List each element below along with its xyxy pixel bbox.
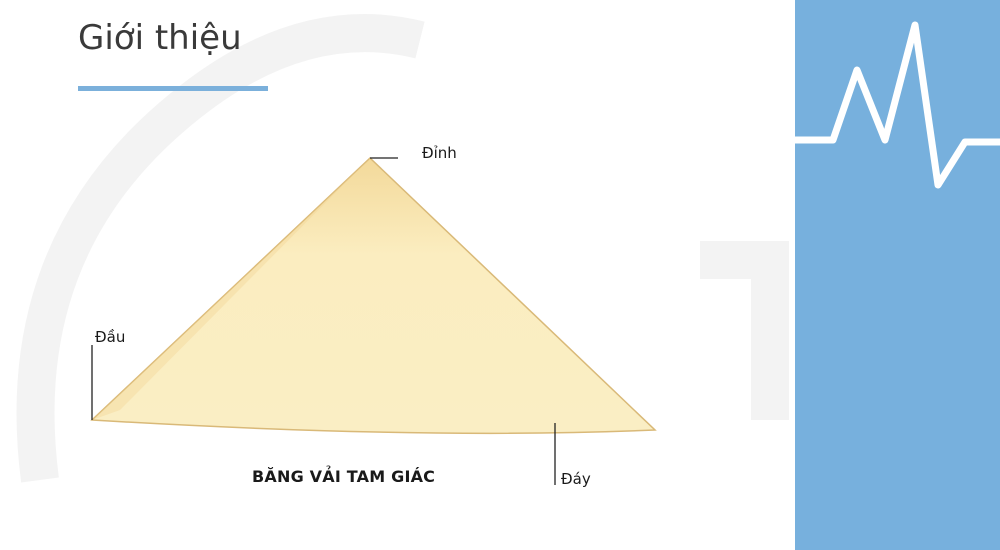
triangle-fabric bbox=[90, 156, 657, 435]
end-label: Đầu bbox=[95, 328, 126, 346]
background-watermark bbox=[16, 14, 789, 483]
triangle-bandage-diagram: Đỉnh Đầu Đáy bbox=[80, 140, 680, 510]
diagram-caption: BĂNG VẢI TAM GIÁC bbox=[252, 467, 436, 486]
page-title: Giới thiệu bbox=[78, 18, 242, 58]
base-label: Đáy bbox=[561, 470, 591, 488]
apex-label: Đỉnh bbox=[422, 144, 457, 162]
title-underline bbox=[78, 86, 268, 91]
side-panel bbox=[795, 0, 1000, 550]
triangle-bandage-illustration bbox=[90, 156, 657, 485]
heartbeat-icon bbox=[795, 21, 1000, 189]
